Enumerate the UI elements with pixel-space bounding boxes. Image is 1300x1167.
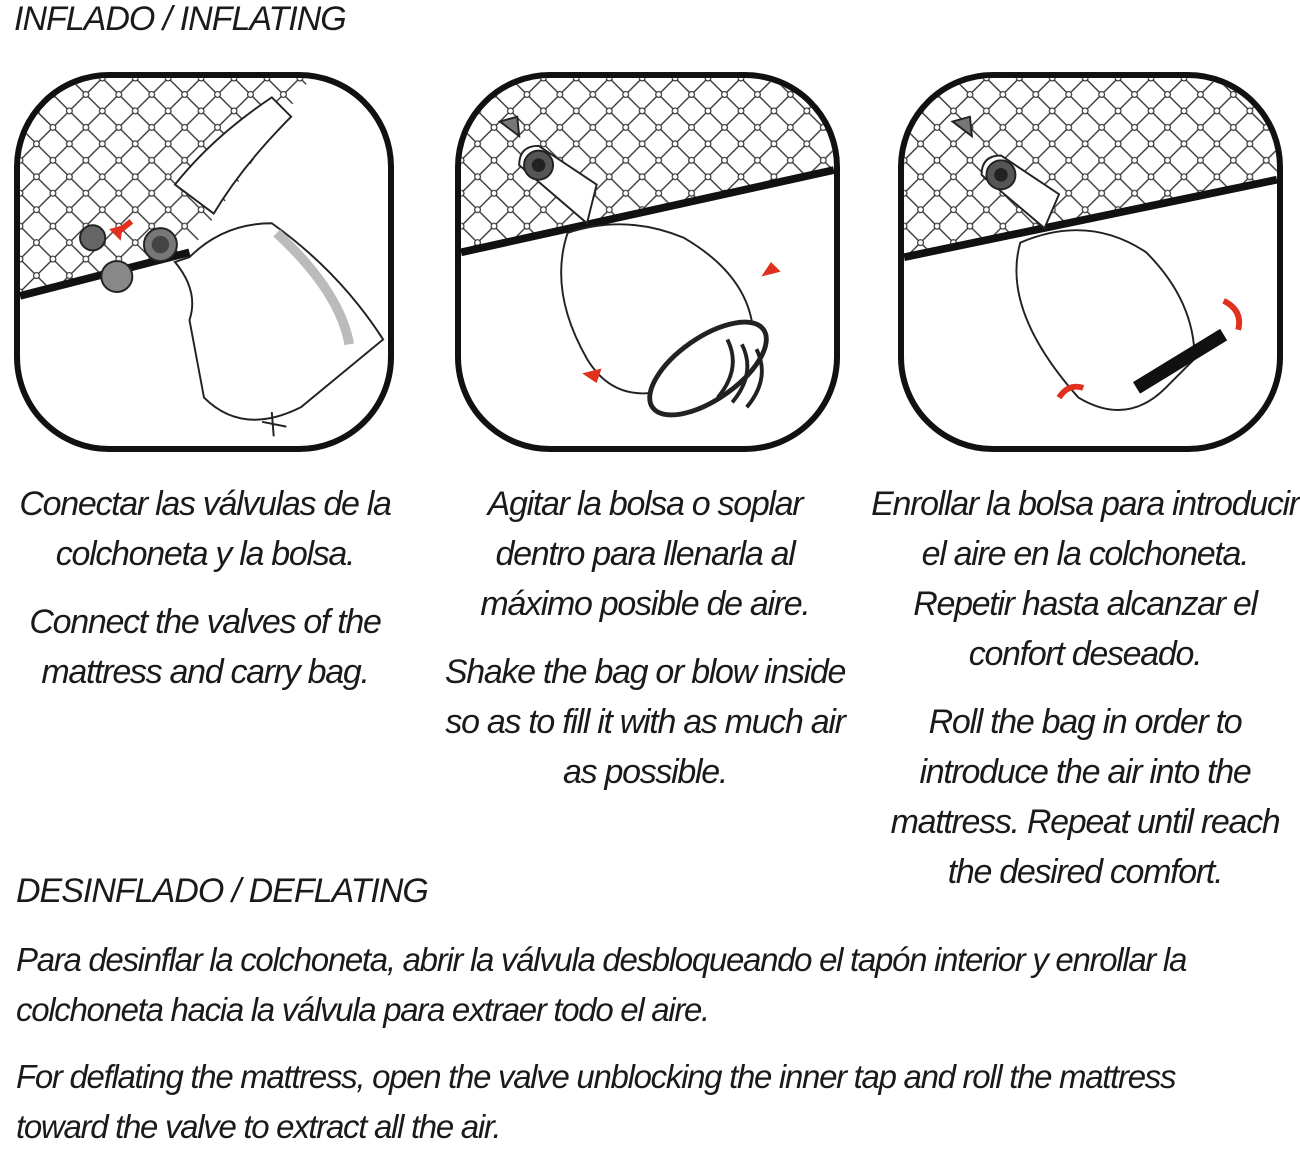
deflate-en-line-2: toward the valve to extract all the air. [16,1108,502,1145]
step-2-text-en: Shake the bag or blow inside so as to fi… [444,653,847,791]
deflate-instructions-es: Para desinflar la colchoneta, abrir la v… [16,935,1296,1035]
step-2-caption: Agitar la bolsa o soplar dentro para lle… [440,479,850,797]
step-2-text-es: Agitar la bolsa o soplar dentro para lle… [480,485,810,623]
inflating-heading: INFLADO / INFLATING [14,0,347,38]
step-1-text-es: Conectar las válvulas de la colchoneta y… [19,485,392,573]
deflate-en-line-1: For deflating the mattress, open the val… [16,1058,1176,1095]
step-1-text-en: Connect the valves of the mattress and c… [29,603,381,691]
step-3-caption: Enrollar la bolsa para introducir el air… [870,479,1300,897]
mattress-valve-connect-drawing [20,78,385,437]
step-1-illustration [14,72,394,452]
step-3-text-en: Roll the bag in order to introduce the a… [890,703,1281,891]
step-3-illustration [898,72,1283,452]
deflating-heading: DESINFLADO / DEFLATING [16,872,429,910]
step-3-text-es: Enrollar la bolsa para introducir el air… [871,485,1300,673]
deflate-instructions-en: For deflating the mattress, open the val… [16,1052,1296,1152]
bag-filling-drawing [461,78,834,418]
step-1-caption: Conectar las válvulas de la colchoneta y… [0,479,410,697]
deflate-es-line-1: Para desinflar la colchoneta, abrir la v… [16,941,1187,978]
bag-rolling-drawing [904,78,1277,411]
deflate-es-line-2: colchoneta hacia la válvula para extraer… [16,991,710,1028]
step-2-illustration [455,72,840,452]
